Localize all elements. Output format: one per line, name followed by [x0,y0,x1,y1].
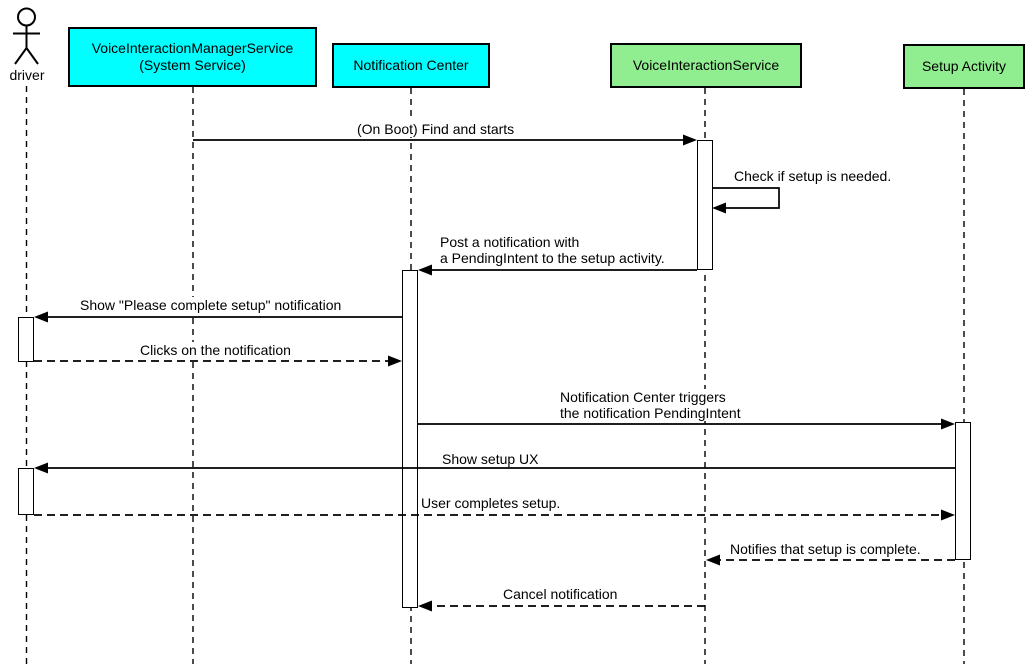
message-label-cancel-notification: Cancel notification [501,586,620,602]
activation-bar-voiceinteractionservice [697,140,713,270]
arrowhead-right-icon [388,355,402,367]
message-label-triggers-pendingintent: Notification Center triggers the notific… [558,389,743,421]
participant-box-voiceinteractionservice: VoiceInteractionService [610,43,802,88]
arrowhead-left-icon [706,554,720,566]
arrowhead-left-icon [418,264,432,276]
message-label-check-setup: Check if setup is needed. [732,168,894,184]
message-label-on-boot-find: (On Boot) Find and starts [355,121,517,137]
arrowhead-right-icon [683,134,697,146]
actor-figure-icon [13,7,40,65]
activation-bar-setup-activity [955,422,971,560]
activation-bar-driver-2 [18,468,34,515]
message-label-show-setup-ux: Show setup UX [440,451,541,467]
arrowhead-right-icon [941,509,955,521]
participant-box-notification-center: Notification Center [332,43,490,88]
message-label-user-completes-setup: User completes setup. [419,495,563,511]
actor-label-driver: driver [9,67,45,83]
participant-box-voiceinteractionmanagerservice: VoiceInteractionManagerService (System S… [68,27,317,87]
activation-bar-driver-1 [18,317,34,362]
message-label-post-notification: Post a notification with a PendingIntent… [438,234,667,266]
arrowhead-left-icon [34,462,48,474]
message-line-check-setup-self [712,187,780,209]
arrowhead-left-icon [712,202,726,214]
activation-bar-notification-center [402,270,418,608]
arrowhead-left-icon [418,600,432,612]
arrowhead-right-icon [941,418,955,430]
participant-box-setup-activity: Setup Activity [903,44,1025,89]
message-label-show-complete-setup: Show "Please complete setup" notificatio… [78,297,344,313]
arrowhead-left-icon [34,311,48,323]
message-label-clicks-notification: Clicks on the notification [138,342,293,358]
message-label-notifies-complete: Notifies that setup is complete. [728,541,923,557]
